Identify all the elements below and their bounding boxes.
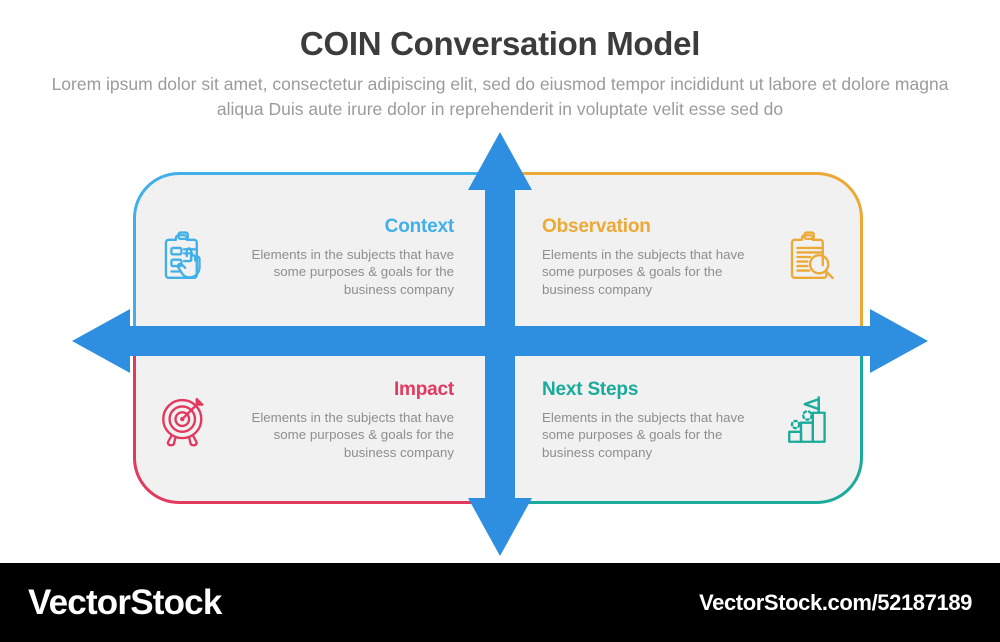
quadrant-impact-text: Impact Elements in the subjects that hav… — [228, 378, 480, 462]
quadrant-impact-description: Elements in the subjects that have some … — [251, 409, 454, 460]
bar-chart-flag-icon — [780, 389, 842, 451]
quadrant-context-description: Elements in the subjects that have some … — [251, 246, 454, 297]
vectorstock-url: VectorStock.com/52187189 — [699, 589, 972, 615]
quadrant-observation-title: Observation — [542, 215, 651, 237]
quadrant-grid: Context Elements in the subjects that ha… — [133, 172, 863, 504]
quadrant-context-text: Context Elements in the subjects that ha… — [228, 215, 480, 299]
quadrant-next-steps[interactable]: Next Steps Elements in the subjects that… — [498, 338, 863, 504]
quadrant-next-steps-text: Next Steps Elements in the subjects that… — [516, 378, 768, 462]
target-dart-icon — [154, 389, 216, 451]
vectorstock-logo: VectorStock — [28, 582, 222, 622]
quadrant-observation-description: Elements in the subjects that have some … — [542, 246, 745, 297]
quadrant-context-title: Context — [384, 215, 455, 237]
quadrant-observation[interactable]: Observation Elements in the subjects tha… — [498, 172, 863, 338]
clipboard-hand-icon — [154, 226, 216, 288]
quadrant-next-steps-title: Next Steps — [542, 378, 639, 400]
quadrant-impact[interactable]: Impact Elements in the subjects that hav… — [133, 338, 498, 504]
header: COIN Conversation Model Lorem ipsum dolo… — [0, 22, 1000, 122]
quadrant-impact-title: Impact — [393, 378, 454, 400]
page-title: COIN Conversation Model — [299, 25, 701, 62]
quadrant-observation-text: Observation Elements in the subjects tha… — [516, 215, 768, 299]
page-subtitle: Lorem ipsum dolor sit amet, consectetur … — [51, 74, 949, 119]
quadrant-card: Context Elements in the subjects that ha… — [133, 172, 863, 504]
quadrant-context[interactable]: Context Elements in the subjects that ha… — [133, 172, 498, 338]
footer-bar: VectorStock VectorStock.com/52187189 — [0, 563, 1000, 642]
quadrant-next-steps-description: Elements in the subjects that have some … — [542, 409, 745, 460]
clipboard-magnifier-icon — [780, 226, 842, 288]
